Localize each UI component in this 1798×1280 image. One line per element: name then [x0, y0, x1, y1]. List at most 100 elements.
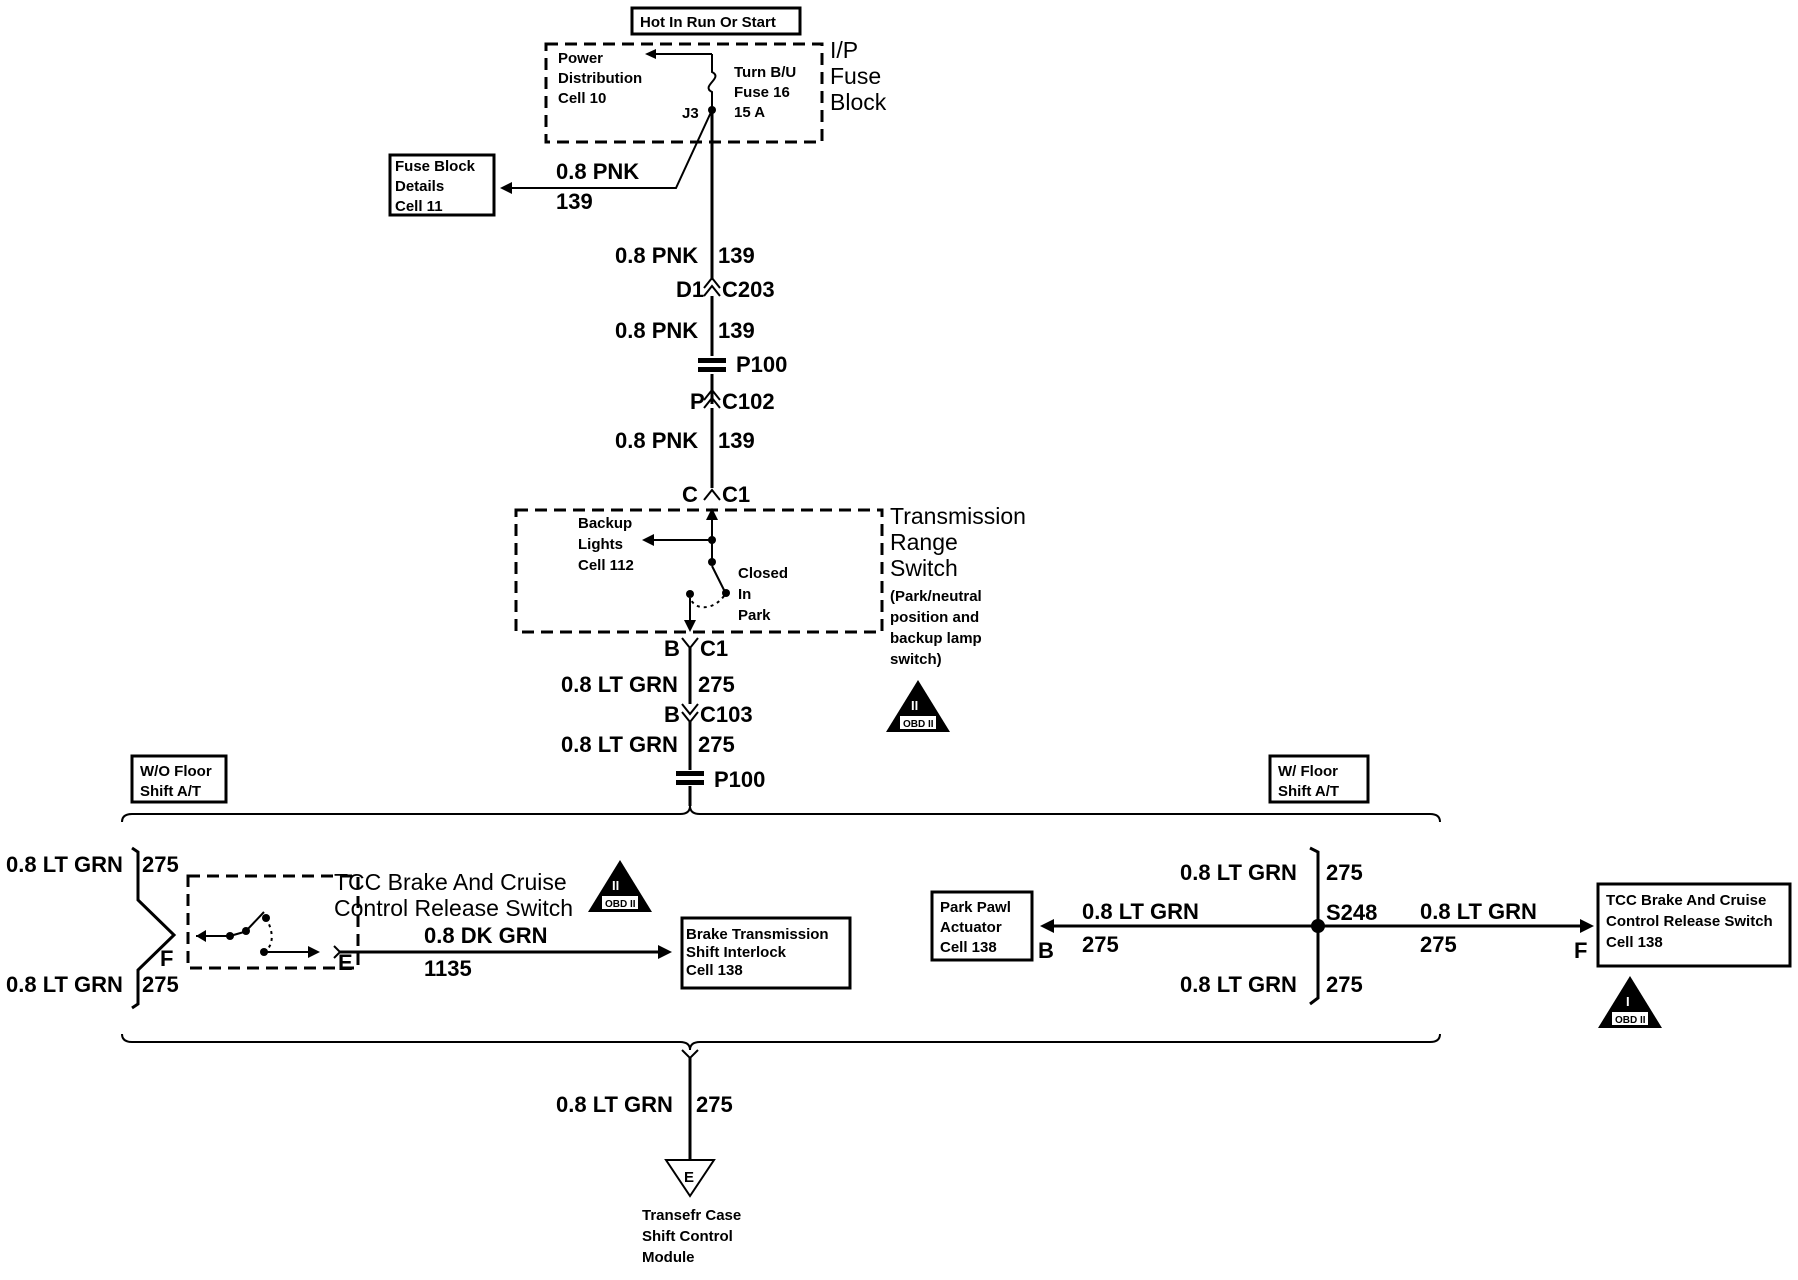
park-pin: B — [1038, 938, 1054, 963]
trs-title-2: Range — [890, 529, 958, 555]
tcc-line-3: Cell 138 — [1606, 934, 1663, 951]
passthrough-p100-top: P100 — [698, 352, 787, 377]
c203-pin: D1 — [676, 277, 704, 302]
w-top-wire: 0.8 LT GRN — [1180, 860, 1297, 885]
bottom-circuit-label: 275 — [696, 1092, 733, 1117]
w-bot-circuit: 275 — [1326, 972, 1363, 997]
connector-c103: B C103 — [664, 702, 753, 727]
connector-c102: P C102 — [690, 388, 775, 414]
state-line-3: Park — [738, 607, 771, 624]
trs-title-3: Switch — [890, 555, 958, 581]
w-floor-tag: W/ Floor Shift A/T — [1268, 754, 1370, 804]
fuse-details-circuit: 139 — [556, 189, 593, 214]
seg1-circuit: 139 — [718, 243, 755, 268]
wo-out-wire-label: 0.8 DK GRN — [424, 923, 547, 948]
wo-floor-line-2: Shift A/T — [140, 783, 201, 800]
c1-top-label: C1 — [722, 482, 750, 507]
backup-line-3: Cell 112 — [578, 557, 634, 574]
module-line-1: Transefr Case — [642, 1207, 741, 1224]
pdc-line-2: Distribution — [558, 70, 642, 87]
p100-top-label: P100 — [736, 352, 787, 377]
wo-floor-tag: W/O Floor Shift A/T — [130, 754, 228, 804]
wo-bot-wire: 0.8 LT GRN — [6, 972, 123, 997]
svg-text:OBD II: OBD II — [1615, 1015, 1646, 1026]
trs-desc-1: (Park/neutral — [890, 588, 982, 605]
seg1-wire: 0.8 PNK — [615, 243, 698, 268]
module-line-3: Module — [642, 1249, 695, 1266]
w-left-circuit-label: 275 — [1082, 932, 1119, 957]
fuse-details-wire: 0.8 PNK — [556, 159, 639, 184]
wo-switch-title-1: TCC Brake And Cruise — [334, 869, 567, 895]
splice-s248-label: S248 — [1326, 900, 1377, 925]
park-line-2: Actuator — [940, 919, 1002, 936]
wo-pin-f: F — [160, 946, 173, 971]
w-right-circuit-label: 275 — [1420, 932, 1457, 957]
seg3-circuit: 139 — [718, 428, 755, 453]
c102-label: C102 — [722, 389, 775, 414]
option-brace-bottom — [121, 1033, 1441, 1051]
block-title-2: Fuse — [830, 63, 881, 89]
hot-in-run-tag: Hot In Run Or Start — [630, 6, 802, 36]
park-line-1: Park Pawl — [940, 899, 1011, 916]
wo-top-wire: 0.8 LT GRN — [6, 852, 123, 877]
bti-line-1: Brake Transmission — [686, 926, 829, 943]
block-title-3: Block — [830, 89, 887, 115]
wo-floor-line-1: W/O Floor — [140, 763, 212, 780]
module-pin-e: E — [684, 1169, 694, 1186]
fuse-line-2: Fuse 16 — [734, 84, 790, 101]
seg2-wire: 0.8 PNK — [615, 318, 698, 343]
trs-desc-2: position and — [890, 609, 979, 626]
seg3-wire: 0.8 PNK — [615, 428, 698, 453]
fuse-symbol — [707, 54, 717, 110]
c203-label: C203 — [722, 277, 775, 302]
fuse-details-line-1: Fuse Block — [395, 158, 476, 175]
tcc-line-1: TCC Brake And Cruise — [1606, 892, 1766, 909]
fuse-block: Power Distribution Cell 10 Turn B/U Fuse… — [544, 42, 824, 144]
w-right-wire-label: 0.8 LT GRN — [1420, 899, 1537, 924]
bti-line-3: Cell 138 — [686, 962, 743, 979]
tcc-pin: F — [1574, 938, 1587, 963]
obd-icon-wo: II OBD II — [588, 860, 652, 912]
w-bot-wire: 0.8 LT GRN — [1180, 972, 1297, 997]
c1-top-pin: C — [682, 482, 698, 507]
pdc-line-1: Power — [558, 50, 603, 67]
c103-label: C103 — [700, 702, 753, 727]
brake-transmission-interlock-box: Brake Transmission Shift Interlock Cell … — [680, 916, 852, 990]
obd-icon-trs: II OBD II — [886, 680, 950, 732]
obd-icon-w: I OBD II — [1598, 976, 1662, 1028]
lower-seg1-wire: 0.8 LT GRN — [561, 672, 678, 697]
c1-bottom-pin: B — [664, 636, 680, 661]
backup-line-2: Lights — [578, 536, 623, 553]
park-pawl-actuator-box: Park Pawl Actuator Cell 138 — [930, 890, 1034, 962]
state-line-1: Closed — [738, 565, 788, 582]
connector-c1-top: C C1 — [682, 482, 750, 507]
passthrough-p100-bottom: P100 — [676, 767, 765, 792]
w-floor-line-2: Shift A/T — [1278, 783, 1339, 800]
trs-title-1: Transmission — [890, 503, 1026, 529]
fuse-terminal-label: J3 — [682, 105, 699, 122]
fuse-details-line-3: Cell 11 — [395, 198, 443, 215]
wo-switch-title-2: Control Release Switch — [334, 895, 573, 921]
wo-out-circuit-label: 1135 — [424, 956, 472, 981]
svg-text:II: II — [911, 698, 918, 713]
svg-text:OBD II: OBD II — [903, 719, 934, 730]
c102-pin: P — [690, 389, 705, 414]
hot-in-run-label: Hot In Run Or Start — [640, 14, 776, 31]
lower-seg1-circuit: 275 — [698, 672, 735, 697]
lower-seg2-wire: 0.8 LT GRN — [561, 732, 678, 757]
backup-line-1: Backup — [578, 515, 632, 532]
transmission-range-switch: Backup Lights Cell 112 Closed In Park — [514, 508, 884, 634]
trs-desc-3: backup lamp — [890, 630, 982, 647]
module-line-2: Shift Control — [642, 1228, 733, 1245]
tcc-line-2: Control Release Switch — [1606, 913, 1773, 930]
wo-feed-wire — [131, 846, 177, 1010]
p100-bottom-label: P100 — [714, 767, 765, 792]
block-title-1: I/P — [830, 37, 858, 63]
c103-pin: B — [664, 702, 680, 727]
state-line-2: In — [738, 586, 751, 603]
fuse-details-line-2: Details — [395, 178, 444, 195]
fuse-line-3: 15 A — [734, 104, 765, 121]
svg-text:II: II — [612, 878, 619, 893]
park-line-3: Cell 138 — [940, 939, 997, 956]
